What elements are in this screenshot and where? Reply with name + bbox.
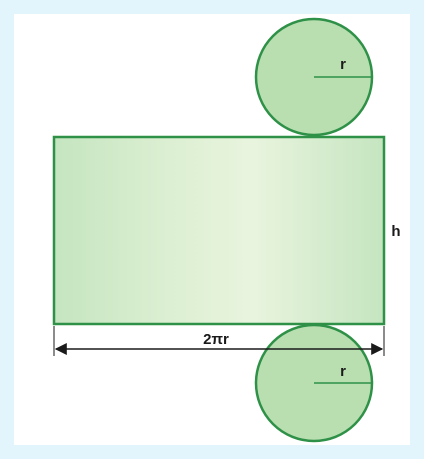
bottom-radius-label: r: [340, 363, 346, 380]
top-radius-label: r: [340, 56, 346, 73]
circumference-label: 2πr: [203, 331, 229, 348]
lateral-surface-rectangle: [52, 135, 386, 326]
height-label: h: [391, 223, 400, 240]
